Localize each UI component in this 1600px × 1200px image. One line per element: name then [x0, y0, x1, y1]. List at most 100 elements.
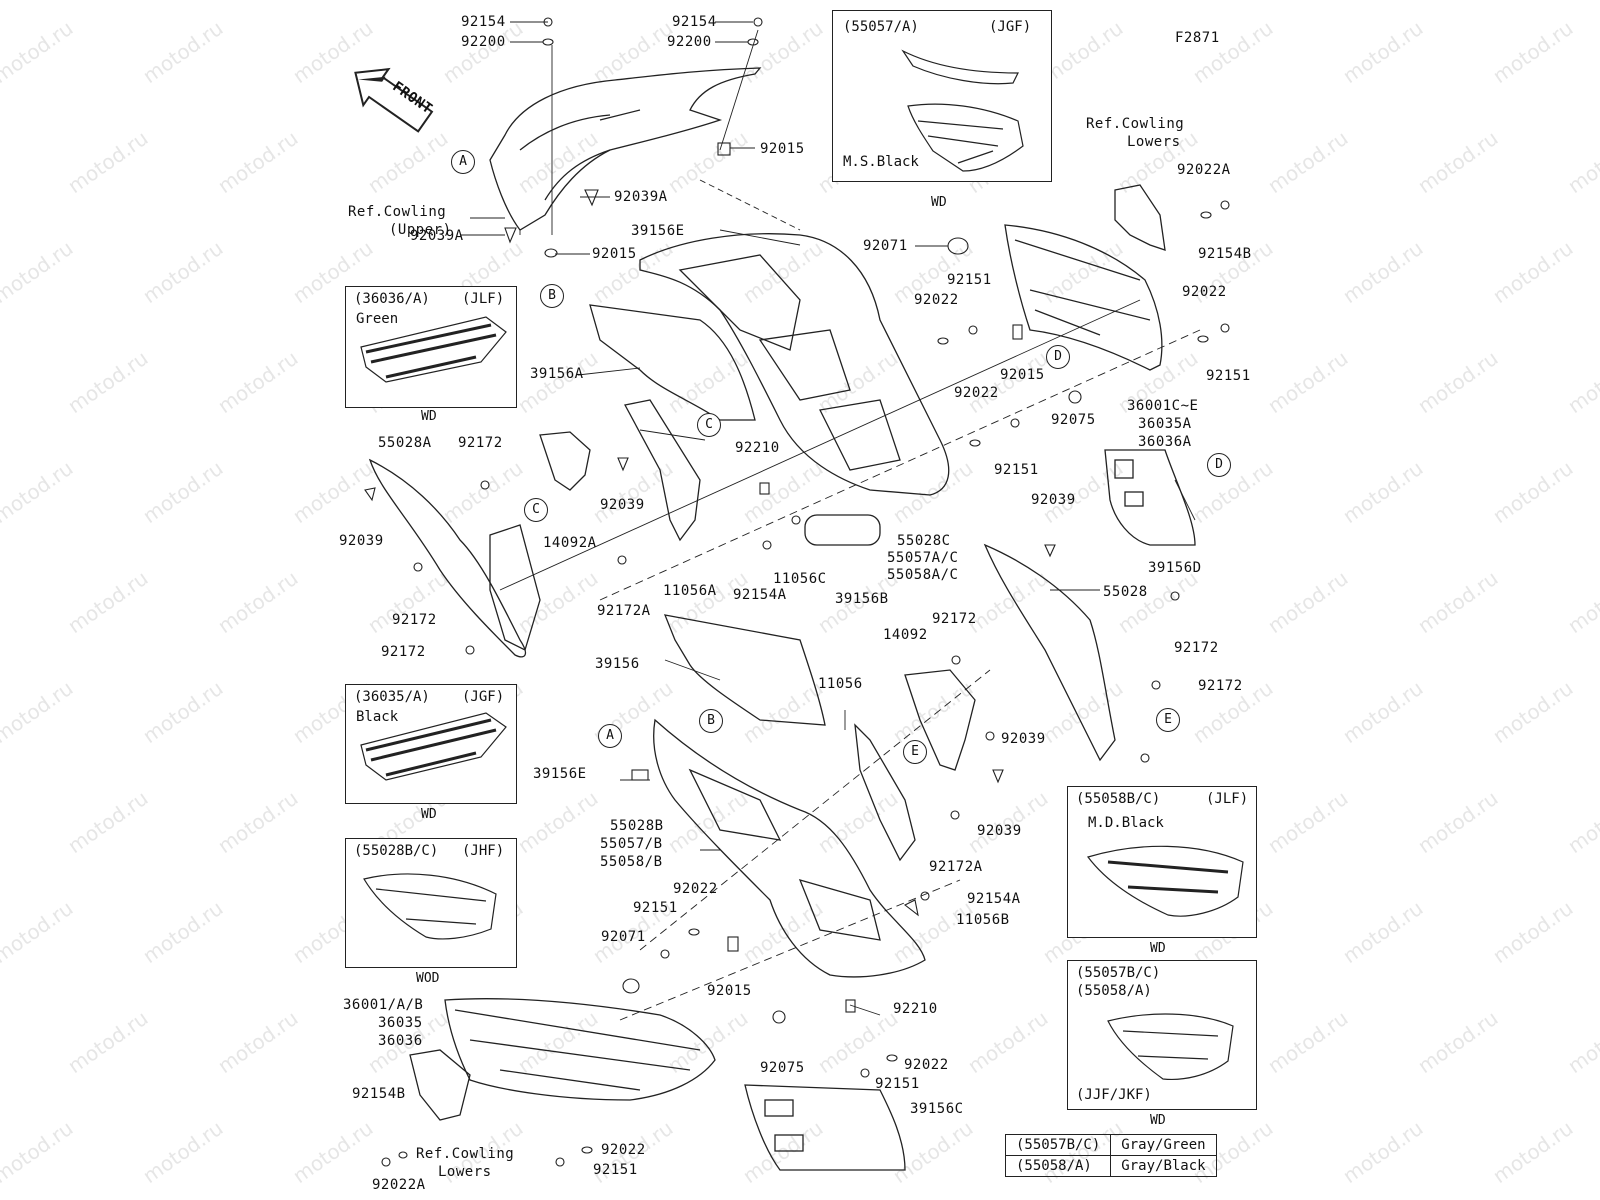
part-label: Ref.Cowling — [416, 1146, 515, 1162]
part-label: 92172 — [381, 644, 426, 660]
inset-code: (55057/A) — [843, 19, 919, 35]
lower-cowling-part — [444, 998, 716, 1101]
part-label: 36036 — [378, 1033, 423, 1049]
part-label: 39156B — [835, 591, 889, 607]
front-arrow-icon — [354, 67, 434, 133]
part-thumbnail-icon — [363, 873, 497, 940]
part-label: 92172 — [1174, 640, 1219, 656]
part-thumbnail-icon — [1087, 845, 1244, 917]
part-label: 92151 — [1206, 368, 1251, 384]
part-label: 92039A — [410, 228, 464, 244]
part-label: 55028C — [897, 533, 951, 549]
side-cover-left-part — [368, 458, 527, 658]
inset-region: (JLF) — [462, 291, 505, 307]
inset-finish: Black — [356, 709, 399, 725]
legend-color: Gray/Green — [1110, 1134, 1217, 1156]
part-label: 92172 — [392, 612, 437, 628]
upper-cowling-part — [489, 67, 762, 231]
color-legend-table: (55057B/C) Gray/Green (55058/A) Gray/Bla… — [1004, 1134, 1217, 1177]
part-label: 55057A/C — [887, 550, 959, 566]
part-label: 92210 — [893, 1001, 938, 1017]
part-label: 92039 — [977, 823, 1022, 839]
part-label: 92154A — [967, 891, 1021, 907]
sheet-39156C-part — [744, 1084, 906, 1171]
callout-d: D — [1046, 345, 1070, 369]
part-thumbnail-icon — [360, 712, 507, 781]
lower-fairing-part — [653, 718, 926, 978]
part-label: 92210 — [735, 440, 780, 456]
part-label: 92015 — [760, 141, 805, 157]
duct-11056A-part — [624, 399, 701, 542]
part-label: 92071 — [863, 238, 908, 254]
part-label: 11056 — [818, 676, 863, 692]
inset-region: (JGF) — [989, 19, 1032, 35]
inset-foot: WD — [421, 409, 437, 424]
part-label: 36035 — [378, 1015, 423, 1031]
part-label: 92172A — [929, 859, 983, 875]
part-label: 11056B — [956, 912, 1010, 928]
part-label: 92022 — [954, 385, 999, 401]
part-label: 92015 — [592, 246, 637, 262]
legend-code: (55058/A) — [1004, 1155, 1112, 1177]
inset-code: (55058B/C) — [1076, 791, 1161, 807]
inset-code-1: (55057B/C) — [1076, 965, 1161, 981]
part-label: 92075 — [760, 1060, 805, 1076]
sheet-39156B-part — [804, 514, 881, 546]
part-thumbnail-icon — [901, 49, 1024, 172]
part-label: 92154 — [461, 14, 506, 30]
part-label: Ref.Cowling — [348, 204, 447, 220]
inset-code-2: (55058/A) — [1076, 983, 1152, 999]
part-label: 92172 — [932, 611, 977, 627]
part-label: 92154 — [672, 14, 717, 30]
part-label: 11056A — [663, 583, 717, 599]
side-cover-55028-part — [983, 543, 1116, 762]
inset-region: (JGF) — [462, 689, 505, 705]
part-thumbnail-icon — [360, 316, 507, 383]
callout-c: C — [697, 413, 721, 437]
part-label: 92151 — [947, 272, 992, 288]
part-label: 92039 — [600, 497, 645, 513]
part-label: 92022 — [1182, 284, 1227, 300]
inner-fairing-part — [639, 233, 950, 496]
part-label: 92154B — [352, 1086, 406, 1102]
part-label: 92015 — [1000, 367, 1045, 383]
legend-row: (55057B/C) Gray/Green — [1004, 1134, 1217, 1156]
part-label: 92154A — [733, 587, 787, 603]
part-label: 92022A — [372, 1177, 426, 1193]
part-label: 92172 — [1198, 678, 1243, 694]
inset-finish: M.S.Black — [843, 154, 919, 170]
callout-d: D — [1207, 453, 1231, 477]
inset-foot: WD — [1150, 1113, 1166, 1128]
part-label: 36035A — [1138, 416, 1192, 432]
part-label: 55057/B — [600, 836, 663, 852]
part-label: 14092A — [543, 535, 597, 551]
part-label: 55028B — [610, 818, 664, 834]
part-label: (Upper) — [389, 222, 452, 238]
part-label: Lowers — [1127, 134, 1181, 150]
part-label: 92075 — [1051, 412, 1096, 428]
bracket-14092-part — [904, 669, 976, 771]
legend-code: (55057B/C) — [1004, 1134, 1112, 1156]
part-label: 92022 — [673, 881, 718, 897]
part-label: 92039 — [1001, 731, 1046, 747]
inset-foot: WD — [421, 807, 437, 822]
part-label: 39156D — [1148, 560, 1202, 576]
part-label: 92039 — [1031, 492, 1076, 508]
part-label: 39156C — [910, 1101, 964, 1117]
part-label: 39156E — [533, 766, 587, 782]
part-label: 92151 — [875, 1076, 920, 1092]
sheet-39156-part — [663, 614, 826, 726]
part-label: 55028 — [1103, 584, 1148, 600]
inset-region: (JLF) — [1206, 791, 1249, 807]
inset-foot: WD — [1150, 941, 1166, 956]
part-label: 55028A — [378, 435, 432, 451]
callout-e: E — [1156, 708, 1180, 732]
inset-finish: M.D.Black — [1088, 815, 1164, 831]
part-label: 92022 — [601, 1142, 646, 1158]
part-label: 92039A — [614, 189, 668, 205]
part-thumbnail-icon — [1107, 1013, 1234, 1081]
part-label: 92200 — [461, 34, 506, 50]
part-label: 92015 — [707, 983, 752, 999]
